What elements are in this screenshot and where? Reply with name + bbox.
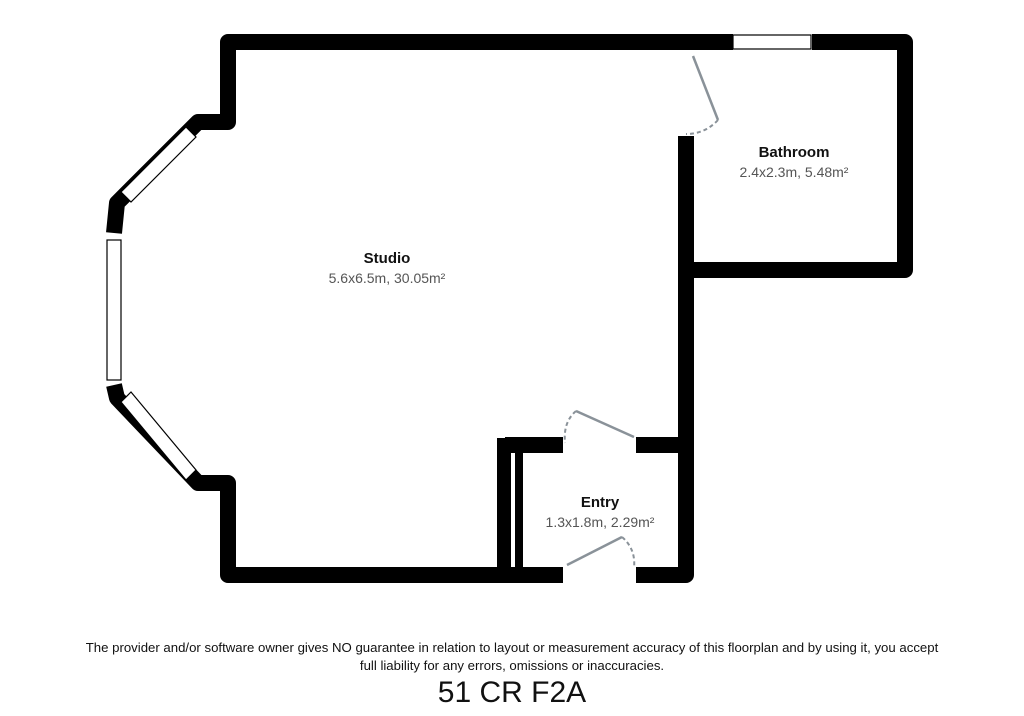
doors	[563, 55, 720, 569]
entry-wall-gap	[511, 453, 515, 567]
disclaimer: The provider and/or software owner gives…	[20, 639, 1004, 675]
disclaimer-line-2: full liability for any errors, omissions…	[359, 658, 665, 673]
windows	[106, 34, 812, 481]
entry-dimensions: 1.3x1.8m, 2.29m²	[546, 514, 655, 530]
front-door-swing	[621, 536, 636, 569]
entry-wall-block	[497, 438, 523, 583]
studio-dimensions: 5.6x6.5m, 30.05m²	[329, 270, 446, 286]
window-left	[106, 239, 122, 381]
front-door-leaf	[566, 535, 623, 567]
window-lower-diagonal	[120, 391, 197, 481]
bathroom-door-leaf	[691, 55, 720, 121]
entry-top-door-swing	[563, 410, 577, 444]
studio-label: Studio	[364, 250, 411, 267]
window-upper-diagonal	[120, 126, 197, 203]
entry-label: Entry	[581, 494, 620, 511]
disclaimer-line-1: The provider and/or software owner gives…	[85, 640, 939, 655]
bathroom-dimensions: 2.4x2.3m, 5.48m²	[740, 164, 849, 180]
window-top	[732, 34, 812, 50]
bathroom-door-swing	[685, 119, 719, 135]
studio-wall	[106, 34, 686, 583]
floorplan: Studio 5.6x6.5m, 30.05m² Bathroom 2.4x2.…	[106, 34, 913, 583]
entry-top-door-leaf	[575, 409, 635, 439]
bathroom-wall	[686, 34, 913, 278]
plan-title: 51 CR F2A	[437, 676, 587, 709]
entry-right-wall	[636, 445, 694, 583]
bathroom-label: Bathroom	[759, 144, 830, 161]
